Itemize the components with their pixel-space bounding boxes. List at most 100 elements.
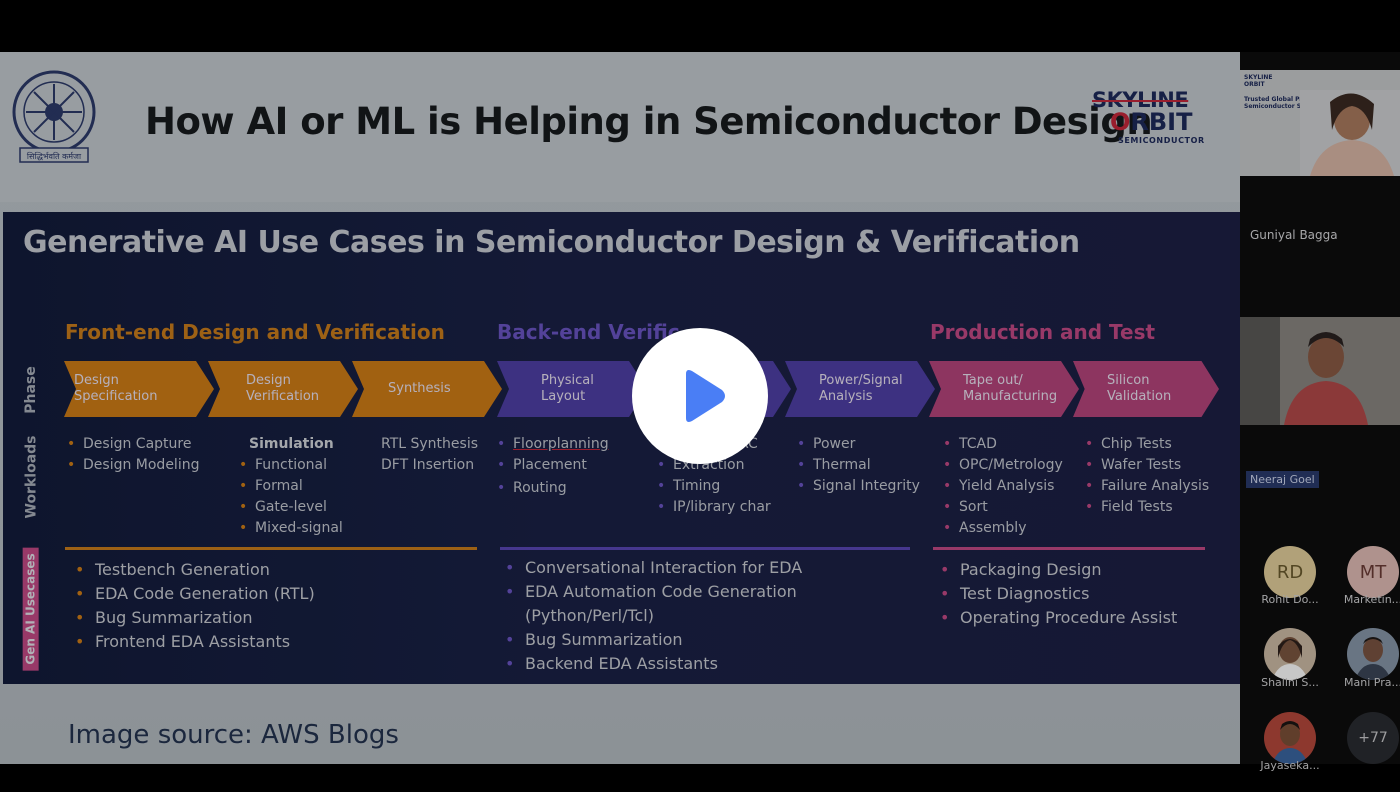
workloads-physical-layout: Floorplanning Placement Routing [491,434,609,499]
participant-name-neeraj: Neeraj Goel [1246,471,1319,488]
row-label-workloads: Workloads [23,435,39,519]
avatar-name: Mani Pra... [1344,676,1400,689]
list-item: RTL Synthesis [381,436,479,452]
avatar-name: Rohit Do... [1261,593,1319,606]
list-item: Gate-level [233,497,343,518]
list-item: Testbench Generation [65,558,315,582]
phase-heading-back-end: Back-end Verific [497,320,680,344]
list-item: Backend EDA Assistants [495,652,802,676]
list-item: Sort [937,497,1063,518]
avatar[interactable]: RD [1264,546,1316,598]
workloads-simulation: Simulation Functional Formal Gate-level … [233,434,343,539]
play-icon [686,370,725,422]
list-item: Test Diagnostics [930,582,1177,606]
logo-text-skyline: SKYLINE [1092,88,1189,112]
list-item: EDA Code Generation (RTL) [65,582,315,606]
list-item: OPC/Metrology [937,455,1063,476]
workloads-tape-out: TCAD OPC/Metrology Yield Analysis Sort A… [937,434,1063,539]
workloads-silicon-validation: Chip Tests Wafer Tests Failure Analysis … [1079,434,1209,518]
user-photo-icon [1355,637,1391,680]
user-photo-icon [1272,721,1308,764]
list-item-continuation: (Python/Perl/Tcl) [525,606,654,625]
participant-video-neeraj[interactable] [1240,317,1400,425]
person-silhouette-icon [1300,90,1400,176]
phase-heading-front-end: Front-end Design and Verification [65,320,445,344]
row-label-phase: Phase [23,366,40,414]
workloads-power-signal: Power Thermal Signal Integrity [791,434,920,497]
image-source-caption: Image source: AWS Blogs [68,720,399,750]
workloads-synthesis: RTL Synthesis DFT Insertion [381,434,478,476]
presentation-slide: सिद्धिर्भवति कर्मजा How AI or ML is Help… [0,52,1240,764]
chevron-tape-out: Tape out/Manufacturing [929,361,1079,417]
list-item: DFT Insertion [381,457,475,473]
divider-production [933,547,1205,550]
avatar[interactable] [1264,712,1316,764]
gen-ai-back-end: Conversational Interaction for EDA EDA A… [495,556,802,676]
list-item: Design Modeling [61,455,199,476]
diagram-title: Generative AI Use Cases in Semiconductor… [23,225,1080,260]
use-case-diagram: Generative AI Use Cases in Semiconductor… [3,212,1240,684]
logo-text-orbit: ORBIT [1110,108,1193,136]
list-item: Field Tests [1079,497,1209,518]
list-item: IP/library char [651,497,771,518]
phase-heading-production: Production and Test [930,320,1156,344]
list-item: Assembly [937,518,1063,539]
list-item: Design Capture [61,434,199,455]
more-participants-button[interactable]: +77 [1347,712,1399,764]
divider-back-end [500,547,910,550]
list-item: Failure Analysis [1079,476,1209,497]
list-item: Placement [491,455,609,476]
list-item: Bug Summarization [65,606,315,630]
slide-header: सिद्धिर्भवति कर्मजा How AI or ML is Help… [0,52,1240,202]
list-item: Thermal [791,455,920,476]
avatar-name: Jayaseka... [1260,759,1320,772]
participants-sidebar: SKYLINE ORBIT Trusted Global Partner in … [1240,52,1400,772]
user-photo-icon [1272,637,1308,680]
list-item: EDA Automation Code Generation [495,580,802,604]
skyline-orbit-logo: SKYLINE ORBIT SEMICONDUCTOR [1088,88,1218,148]
slide-title: How AI or ML is Helping in Semiconductor… [145,100,1153,143]
person-silhouette-icon [1240,317,1400,425]
workloads-design-spec: Design Capture Design Modeling [61,434,199,476]
list-item: Packaging Design [930,558,1177,582]
iit-motto: सिद्धिर्भवति कर्मजा [27,151,82,161]
participant-name-guniyal: Guniyal Bagga [1250,228,1338,242]
chevron-synthesis: Synthesis [352,361,502,417]
avatar[interactable] [1347,628,1399,680]
workload-header: Simulation [249,436,334,452]
participant-video-guniyal[interactable]: SKYLINE ORBIT Trusted Global Partner in … [1240,70,1400,176]
list-item: Conversational Interaction for EDA [495,556,802,580]
avatar[interactable]: MT [1347,546,1399,598]
list-item: Signal Integrity [791,476,920,497]
list-item: Routing [491,478,609,499]
list-item: Functional [233,455,343,476]
logo-text-semiconductor: SEMICONDUCTOR [1118,136,1205,145]
list-item: TCAD [937,434,1063,455]
list-item: Chip Tests [1079,434,1209,455]
avatar-name: Marketin... [1343,593,1400,606]
list-item: Bug Summarization [495,628,802,652]
list-item: Yield Analysis [937,476,1063,497]
list-item: Floorplanning [491,434,609,455]
iit-emblem-icon: सिद्धिर्भवति कर्मजा [12,70,96,163]
row-label-gen-ai: Gen AI Usecases [17,544,45,674]
play-button[interactable] [632,328,768,464]
list-item: Power [791,434,920,455]
list-item: Timing [651,476,771,497]
gen-ai-front-end: Testbench Generation EDA Code Generation… [65,558,315,654]
avatar-name: Shalini S... [1261,676,1319,689]
divider-front-end [65,547,477,550]
list-item: Frontend EDA Assistants [65,630,315,654]
workloads-extraction: RC Extraction Timing IP/library char [651,434,771,518]
list-item: Wafer Tests [1079,455,1209,476]
avatar[interactable] [1264,628,1316,680]
list-item: Operating Procedure Assist [930,606,1177,630]
list-item: Formal [233,476,343,497]
list-item: Mixed-signal [233,518,343,539]
